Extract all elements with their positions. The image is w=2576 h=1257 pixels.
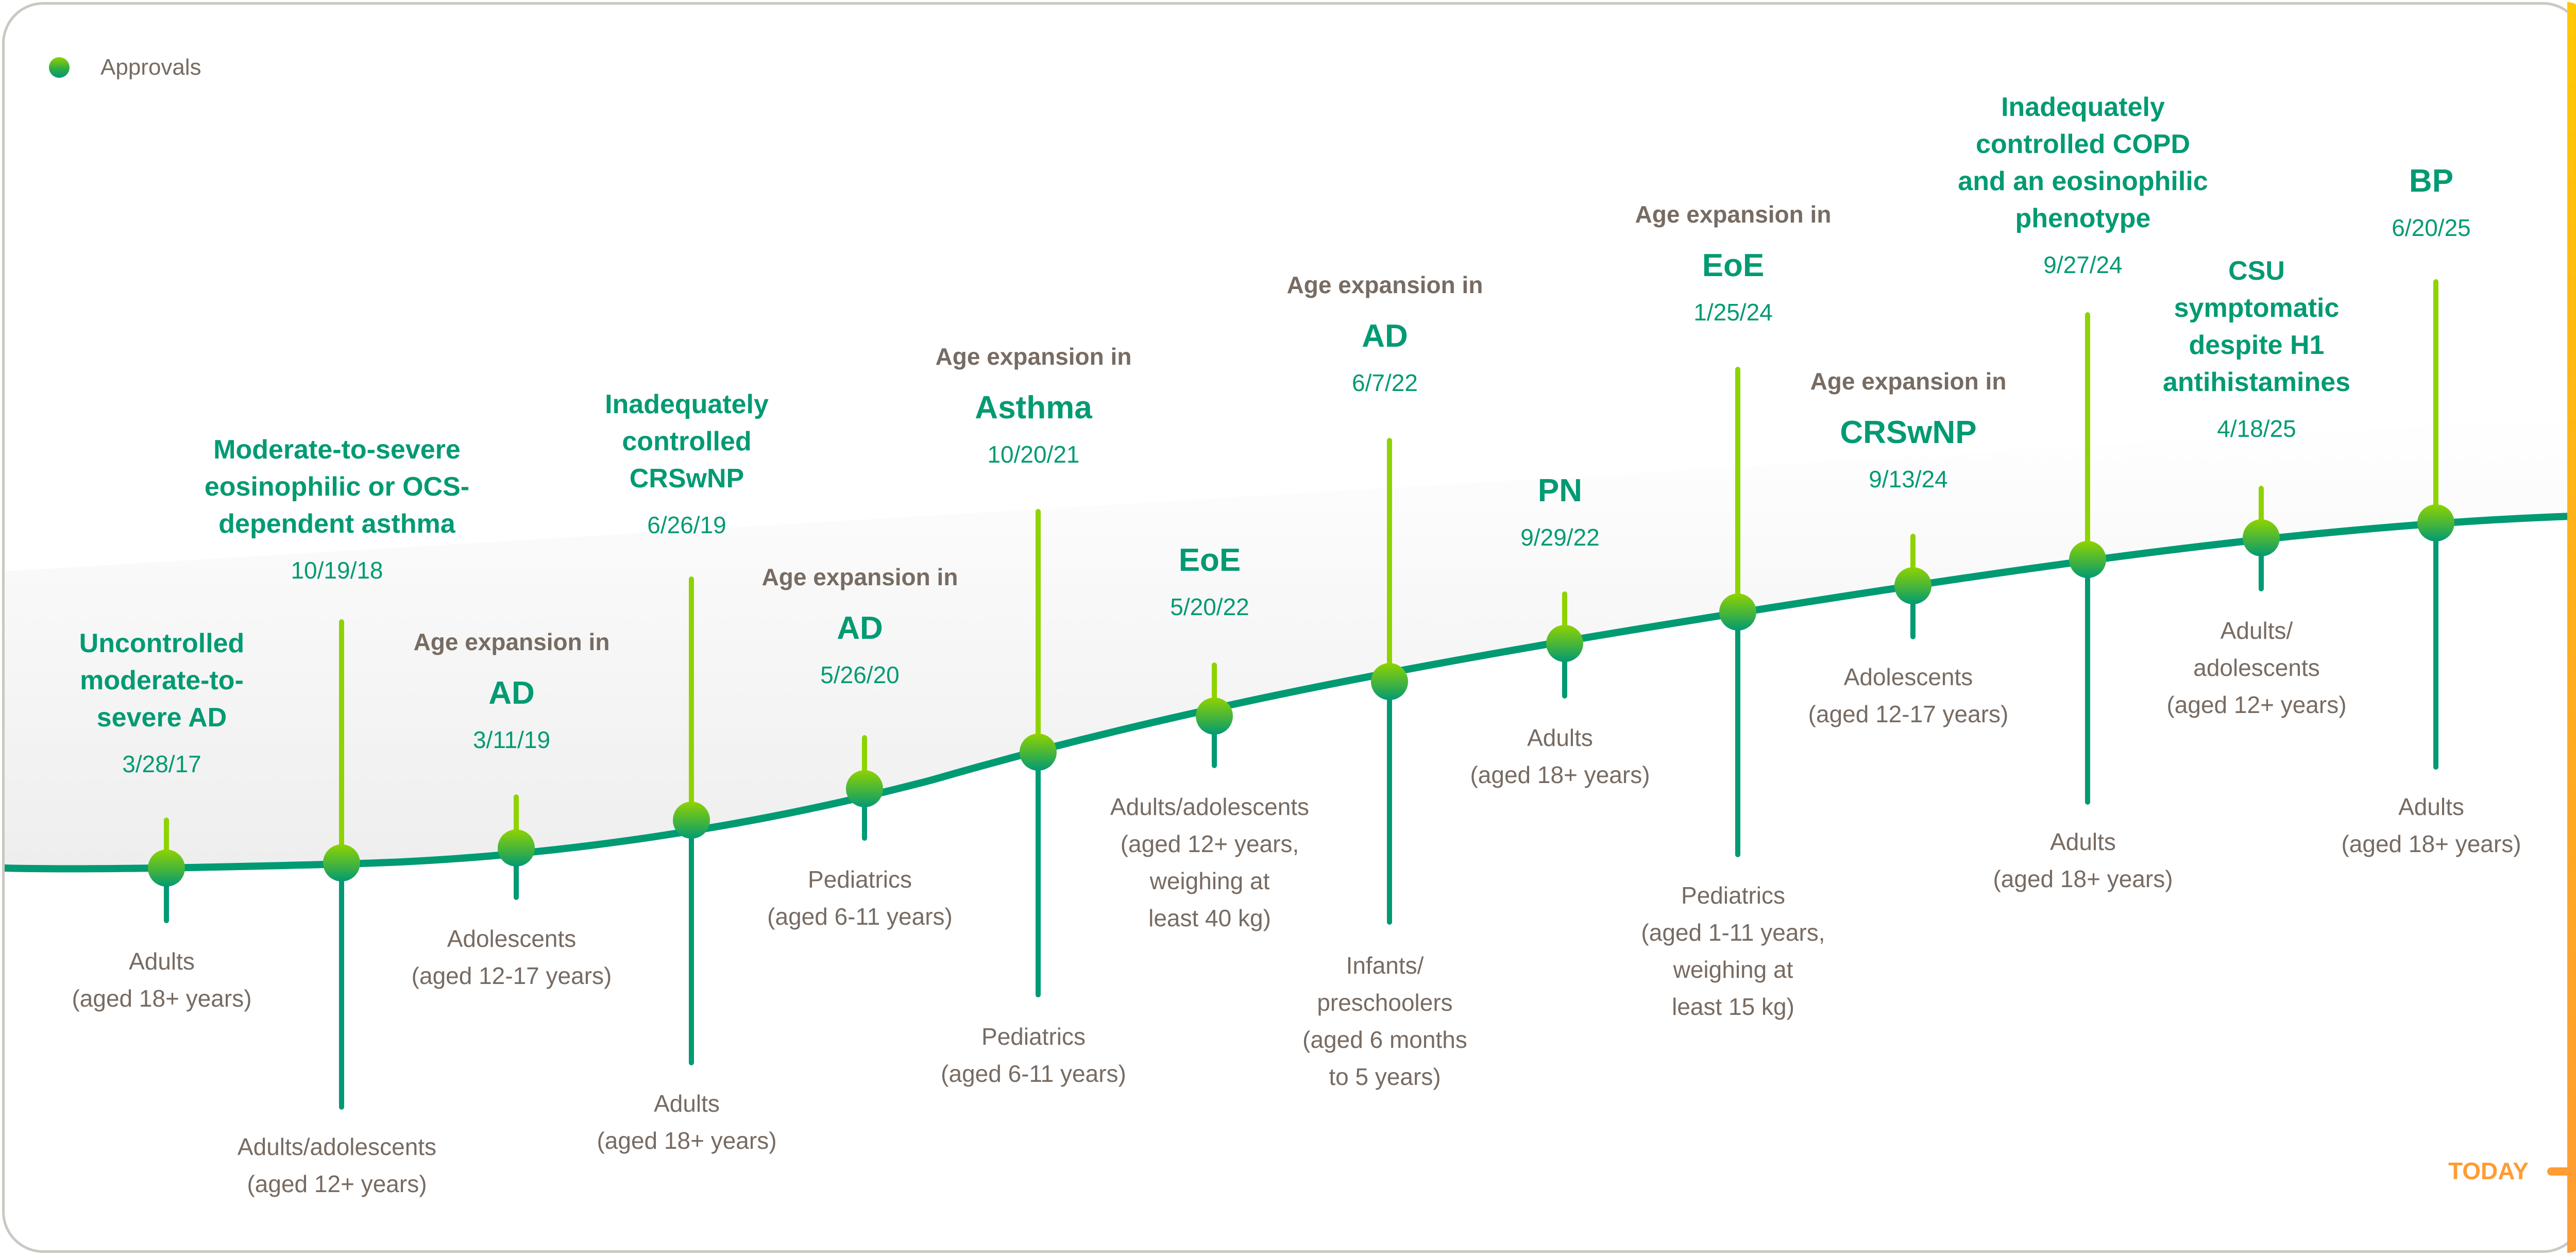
approval-dot-icon[interactable] (1020, 734, 1057, 771)
today-timeline-bar (2567, 2, 2576, 1253)
event-prefix: Age expansion in (1635, 201, 1832, 228)
curve-shade (5, 417, 2572, 869)
approval-dot-icon[interactable] (1546, 625, 1583, 662)
event-date: 5/20/22 (1170, 593, 1249, 620)
event-population-6: Pediatrics(aged 6-11 years) (941, 1023, 1126, 1087)
approval-dot-icon[interactable] (673, 802, 710, 839)
event-date: 9/27/24 (2043, 251, 2123, 278)
approval-dot-icon[interactable] (1719, 593, 1756, 631)
event-title: PN (1537, 473, 1583, 508)
approval-dot-icon[interactable] (2069, 541, 2106, 578)
approval-dot-icon[interactable] (846, 770, 883, 807)
event-prefix: Age expansion in (1810, 368, 2007, 395)
event-date: 6/7/22 (1352, 369, 1418, 396)
event-date: 10/20/21 (987, 441, 1080, 468)
approval-dot-icon[interactable] (498, 829, 535, 867)
approval-dot-icon[interactable] (323, 844, 360, 881)
event-label-10: Age expansion in EoE 1/25/24 (1635, 199, 1832, 328)
event-title: AD (488, 675, 535, 711)
event-label-8: Age expansion in AD 6/7/22 (1287, 269, 1483, 398)
event-label-9: PN 9/29/22 (1520, 472, 1599, 553)
event-population-5: Pediatrics(aged 6-11 years) (767, 866, 953, 930)
event-label-6: Age expansion in Asthma 10/20/21 (936, 341, 1132, 470)
gradient-dot-icon (49, 57, 70, 78)
event-date: 9/29/22 (1520, 524, 1600, 551)
event-label-5: Age expansion in AD 5/26/20 (762, 562, 958, 690)
event-title: AD (1362, 318, 1408, 354)
event-population-12: Adults(aged 18+ years) (1993, 828, 2173, 892)
event-date: 4/18/25 (2217, 415, 2296, 442)
event-label-7: EoE 5/20/22 (1170, 542, 1249, 622)
today-marker (2547, 1167, 2570, 1176)
event-title: EoE (1178, 542, 1241, 578)
event-population-7: Adults/adolescents(aged 12+ years,weighi… (1110, 793, 1310, 931)
event-population-1: Adults(aged 18+ years) (72, 948, 252, 1012)
event-prefix: Age expansion in (935, 343, 1132, 370)
today-label: TODAY (2448, 1158, 2529, 1184)
event-label-11: Age expansion in CRSwNP 9/13/24 (1810, 366, 2007, 495)
event-title: CRSwNP (1840, 415, 1977, 450)
legend-label: Approvals (100, 55, 201, 80)
event-population-14: Adults(aged 18+ years) (2341, 793, 2521, 857)
event-population-11: Adolescents(aged 12-17 years) (1808, 664, 2009, 727)
event-date: 3/11/19 (472, 726, 551, 753)
event-title: BP (2409, 163, 2454, 199)
approval-dot-icon[interactable] (2243, 519, 2280, 556)
event-population-4: Adults(aged 18+ years) (597, 1090, 777, 1154)
approval-dot-icon[interactable] (1371, 663, 1408, 700)
event-population-13: Adults/adolescents(aged 12+ years) (2166, 617, 2347, 718)
approval-dot-icon[interactable] (2417, 504, 2454, 541)
approval-dots (148, 504, 2454, 887)
event-date: 3/28/17 (122, 751, 201, 777)
event-date: 5/26/20 (820, 661, 900, 688)
event-date: 6/26/19 (647, 512, 726, 538)
approval-dot-icon[interactable] (1894, 567, 1931, 604)
event-date: 10/19/18 (291, 557, 383, 584)
event-title: AD (837, 610, 883, 646)
approval-dot-icon[interactable] (1196, 698, 1233, 735)
event-label-14: BP 6/20/25 (2392, 163, 2470, 243)
event-prefix: Age expansion in (413, 628, 610, 655)
event-prefix: Age expansion in (1286, 271, 1483, 298)
event-title: Asthma (975, 390, 1092, 426)
event-date: 6/20/25 (2392, 214, 2471, 241)
event-date: 1/25/24 (1693, 299, 1773, 326)
event-population-9: Adults(aged 18+ years) (1470, 724, 1650, 788)
event-prefix: Age expansion in (761, 564, 958, 590)
event-title: EoE (1702, 248, 1765, 283)
event-label-3: Age expansion in AD 3/11/19 (414, 626, 610, 755)
event-population-2: Adults/adolescents(aged 12+ years) (237, 1133, 437, 1197)
timeline-canvas (5, 279, 2572, 1110)
event-date: 9/13/24 (1869, 466, 1948, 492)
legend: Approvals (49, 55, 201, 80)
event-population-3: Adolescents(aged 12-17 years) (411, 925, 612, 989)
approval-dot-icon[interactable] (148, 850, 185, 887)
